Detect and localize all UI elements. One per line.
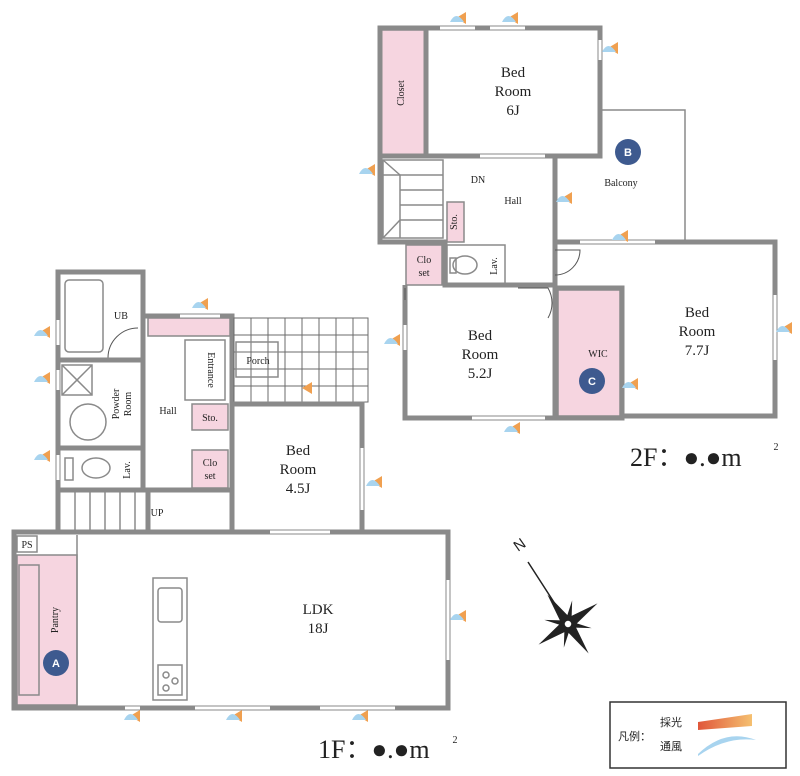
floor-1-area-sup: 2 bbox=[453, 735, 458, 746]
bed-room-6j-label-3: 6J bbox=[506, 103, 520, 119]
sto-1f-label: Sto. bbox=[202, 413, 218, 424]
pantry bbox=[16, 554, 78, 706]
ventilation-markers bbox=[34, 12, 792, 722]
bathtub bbox=[64, 279, 104, 353]
lav-2f-label: Lav. bbox=[489, 257, 500, 274]
entrance-shelf bbox=[147, 317, 231, 337]
hall-2f-label: Hall bbox=[504, 196, 521, 207]
hall-2f-wall bbox=[377, 156, 558, 288]
badge-c-label: C bbox=[588, 376, 596, 388]
bed-room-7-7j-label-2: Room bbox=[679, 324, 716, 340]
closet-1f bbox=[191, 449, 229, 489]
floor-2-area-sup: 2 bbox=[774, 442, 779, 453]
dn-label: DN bbox=[471, 175, 485, 186]
closet-small-2f bbox=[405, 244, 443, 286]
porch-area bbox=[235, 341, 279, 378]
compass-rose: N bbox=[511, 535, 598, 654]
legend-title: 凡例： bbox=[618, 729, 651, 743]
balcony-outline bbox=[600, 109, 686, 240]
closet-small-2f-label-1: Clo bbox=[417, 255, 431, 266]
badge-c bbox=[579, 368, 605, 394]
wic-label: WIC bbox=[588, 349, 608, 360]
legend-light-label: 採光 bbox=[660, 715, 682, 729]
badge-a bbox=[43, 650, 69, 676]
ps-label: PS bbox=[21, 540, 32, 551]
ldk-wall bbox=[11, 529, 451, 711]
porch-tiles bbox=[233, 317, 369, 403]
bed-room-4-5j-label-1: Bed bbox=[286, 443, 311, 459]
legend-wind-swatch bbox=[698, 736, 756, 756]
bed-room-5-2j-label-2: Room bbox=[462, 347, 499, 363]
lav-1f-label: Lav. bbox=[122, 461, 133, 478]
sto-2f-label: Sto. bbox=[449, 214, 460, 230]
ps-box bbox=[16, 535, 38, 553]
sto-1f bbox=[191, 403, 229, 431]
floor-1: UB Powder Room Hall Entrance Porch Sto. … bbox=[11, 269, 458, 764]
badge-b-label: B bbox=[624, 147, 632, 159]
lav-2f bbox=[446, 244, 506, 286]
stairs-2f bbox=[382, 159, 444, 239]
ub-label: UB bbox=[114, 311, 128, 322]
closet-1f-label-2: set bbox=[204, 471, 215, 482]
closet-1f-label-1: Clo bbox=[203, 458, 217, 469]
up-label: UP bbox=[151, 508, 164, 519]
legend: 凡例： 採光 通風 bbox=[609, 701, 787, 769]
ldk-label-1: LDK bbox=[303, 602, 334, 618]
floor-2: Bed Room 6J Closet Hall DN Sto. Clo set … bbox=[377, 25, 779, 472]
bed-room-6j-label-2: Room bbox=[495, 84, 532, 100]
entrance-label: Entrance bbox=[205, 352, 216, 388]
balcony-label: Balcony bbox=[604, 178, 637, 189]
closet-2f-label: Closet bbox=[396, 80, 407, 106]
floor-1-area: 1F：●.●m bbox=[318, 735, 430, 764]
badge-a-label: A bbox=[52, 658, 60, 670]
bed-room-4-5j-label-3: 4.5J bbox=[286, 481, 311, 497]
porch-label: Porch bbox=[246, 356, 269, 367]
badge-b bbox=[615, 139, 641, 165]
legend-wind-label: 通風 bbox=[660, 740, 682, 753]
powder-room-label-2: Room bbox=[123, 392, 134, 417]
sink bbox=[157, 587, 183, 623]
entrance-area bbox=[184, 339, 226, 401]
closet-small-2f-label-2: set bbox=[418, 268, 429, 279]
ldk-label-2: 18J bbox=[308, 621, 329, 637]
legend-light-swatch bbox=[698, 714, 752, 730]
floor-2-area: 2F：●.●m bbox=[630, 443, 742, 472]
bed-room-5-2j-label-1: Bed bbox=[468, 328, 493, 344]
bed-room-7-7j-label-3: 7.7J bbox=[685, 343, 710, 359]
bed-room-6j-label-1: Bed bbox=[501, 65, 526, 81]
ub-wall bbox=[55, 269, 146, 363]
sto-2f bbox=[446, 201, 465, 243]
stove bbox=[157, 664, 183, 696]
pantry-label: Pantry bbox=[50, 607, 61, 633]
hall-1f-label: Hall bbox=[159, 406, 176, 417]
compass-north-label: N bbox=[511, 535, 530, 555]
powder-room-label-1: Powder bbox=[111, 388, 122, 419]
kitchen-counter bbox=[152, 577, 188, 701]
bed-room-5-2j-label-3: 5.2J bbox=[468, 366, 493, 382]
closet-2f bbox=[379, 29, 426, 157]
bed-room-7-7j-label-1: Bed bbox=[685, 305, 710, 321]
bed-room-4-5j-label-2: Room bbox=[280, 462, 317, 478]
